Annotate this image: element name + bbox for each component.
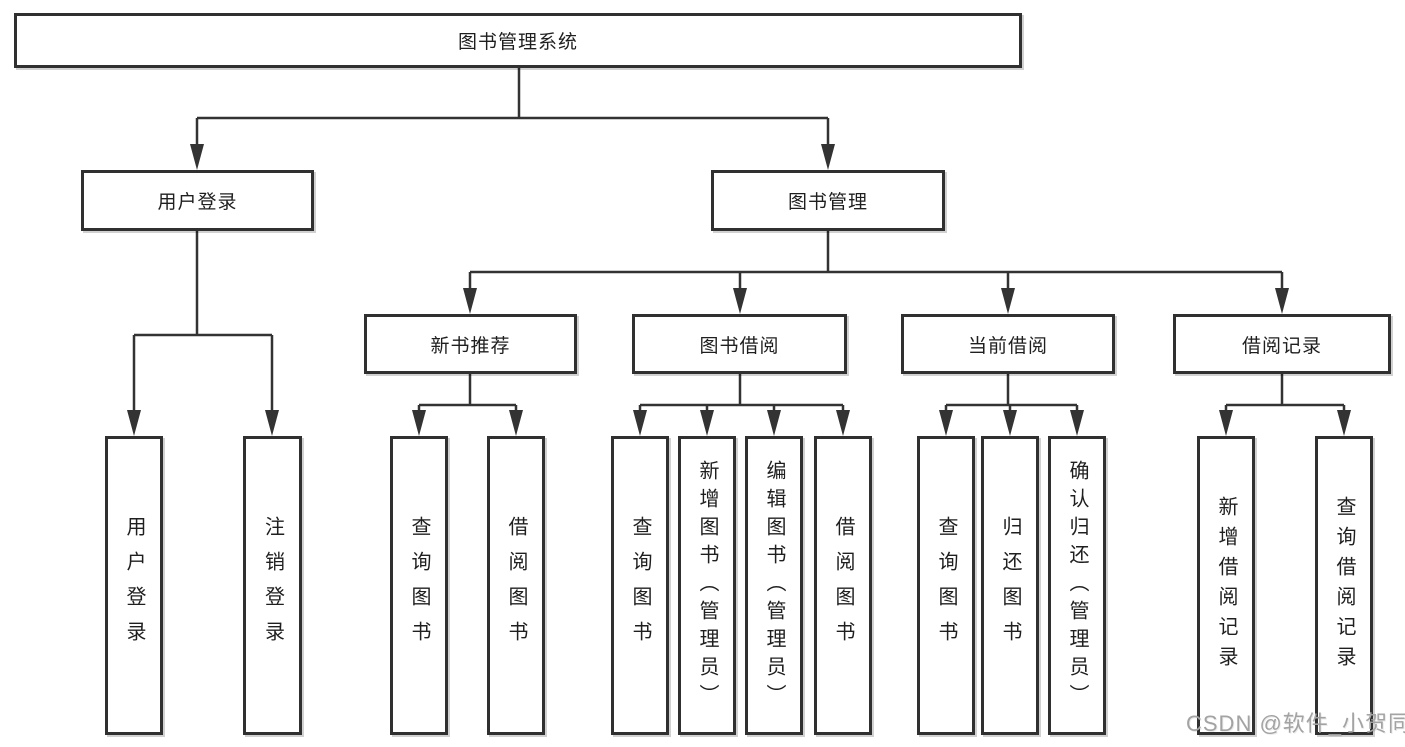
node-borrowing-records: 借阅记录: [1173, 314, 1391, 374]
leaf-current-query-book: 查询图书: [917, 436, 975, 735]
leaf-records-query-record: 查询借阅记录: [1315, 436, 1373, 735]
watermark: CSDN @软件_小贺同学: [1186, 711, 1405, 736]
node-current-borrowing: 当前借阅: [901, 314, 1115, 374]
node-user-login: 用户登录: [81, 170, 314, 231]
leaf-current-return-book: 归还图书: [981, 436, 1039, 735]
leaf-current-confirm-return-admin: 确认归还（管理员）: [1048, 436, 1106, 735]
leaf-borrowing-query-book: 查询图书: [611, 436, 669, 735]
leaf-borrowing-borrow-book: 借阅图书: [814, 436, 872, 735]
leaf-borrowing-edit-book-admin: 编辑图书（管理员）: [745, 436, 803, 735]
leaf-user-login: 用户登录: [105, 436, 163, 735]
leaf-borrowing-add-book-admin: 新增图书（管理员）: [678, 436, 736, 735]
node-book-management: 图书管理: [711, 170, 945, 231]
node-root: 图书管理系统: [14, 13, 1022, 68]
leaf-newbooks-query-book: 查询图书: [390, 436, 448, 735]
node-new-book-recommend: 新书推荐: [364, 314, 577, 374]
leaf-records-add-record: 新增借阅记录: [1197, 436, 1255, 735]
leaf-logout: 注销登录: [243, 436, 302, 735]
leaf-newbooks-borrow-book: 借阅图书: [487, 436, 545, 735]
node-book-borrowing: 图书借阅: [632, 314, 847, 374]
